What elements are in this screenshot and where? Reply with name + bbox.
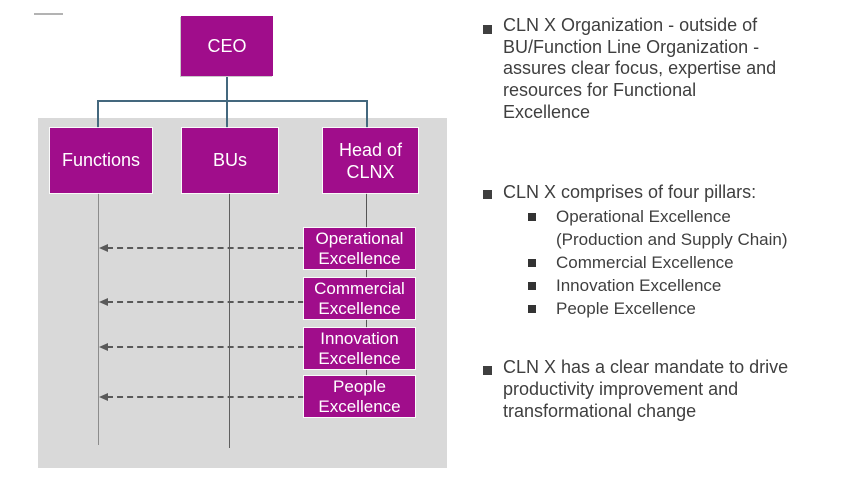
dashed-line	[107, 301, 304, 303]
clnx-drop-line-segment	[366, 269, 367, 278]
clnx-drop-line-segment	[366, 193, 367, 228]
connector-ceo-vertical	[226, 76, 228, 102]
bullet-2-line: CLN X comprises of four pillars:	[503, 182, 757, 202]
head-of-clnx-label-line: Head of	[338, 139, 403, 160]
ceo-box-label: CEO	[207, 35, 247, 56]
bullet-2-sublist: Operational Excellence (Production and S…	[528, 205, 788, 320]
functions-box: Functions	[50, 128, 152, 193]
functions-box-label: Functions	[61, 150, 141, 170]
bullet-square-icon	[483, 366, 492, 375]
left-arrowhead-icon	[99, 298, 108, 306]
sub-bullet-line: (Production and Supply Chain)	[556, 230, 788, 249]
pillar-label-line: Excellence	[318, 298, 401, 318]
bullet-1-line: Excellence	[503, 101, 591, 122]
sub-bullet-text: Innovation Excellence	[556, 274, 721, 297]
pillar-label-line: Innovation	[320, 328, 399, 348]
bullet-1-line: assures clear focus, expertise and	[503, 58, 777, 79]
sub-bullet-operational: Operational Excellence (Production and S…	[528, 205, 788, 251]
connector-stub-headclnx	[366, 102, 368, 128]
sub-bullet-line: Commercial Excellence	[556, 253, 734, 272]
pillar-people-excellence-box: People Excellence	[304, 376, 415, 417]
pillar-label-line: Commercial	[314, 278, 405, 298]
bus-box: BUs	[182, 128, 278, 193]
bullet-square-icon	[483, 190, 492, 199]
dashed-line	[107, 247, 304, 249]
bullet-square-icon	[528, 259, 536, 267]
bullet-square-icon	[483, 25, 492, 34]
bus-box-label: BUs	[212, 150, 247, 170]
bullet-1-text: CLN X Organization - outside of BU/Funct…	[503, 15, 776, 124]
connector-stub-functions	[97, 102, 99, 128]
sub-bullet-line: People Excellence	[556, 299, 696, 318]
left-arrowhead-icon	[99, 393, 108, 401]
dashed-line	[107, 396, 304, 398]
pillar-innovation-excellence-box: Innovation Excellence	[304, 328, 415, 369]
head-of-clnx-box: Head of CLNX	[323, 128, 418, 193]
bullet-1-line: BU/Function Line Organization -	[503, 36, 760, 57]
bullet-3-line: productivity improvement and	[503, 379, 739, 399]
sub-bullet-text: Operational Excellence (Production and S…	[556, 205, 788, 251]
bullet-square-icon	[528, 282, 536, 290]
pillar-label-line: People	[333, 376, 386, 396]
sub-bullet-line: Innovation Excellence	[556, 276, 722, 295]
bullet-3-text: CLN X has a clear mandate to drive produ…	[503, 356, 788, 422]
sub-bullet-people: People Excellence	[528, 297, 788, 320]
sub-bullet-line: Operational Excellence	[556, 207, 731, 226]
clnx-drop-line-segment	[366, 319, 367, 328]
bullet-square-icon	[528, 305, 536, 313]
dashed-line	[107, 346, 304, 348]
sub-bullet-commercial: Commercial Excellence	[528, 251, 788, 274]
sub-bullet-innovation: Innovation Excellence	[528, 274, 788, 297]
bullet-3-line: CLN X has a clear mandate to drive	[503, 357, 789, 377]
connector-stub-bus	[226, 102, 228, 128]
sub-bullet-text: Commercial Excellence	[556, 251, 734, 274]
top-left-dash-decoration	[34, 13, 63, 15]
pillar-label-line: Operational	[315, 228, 404, 248]
bullet-1-line: CLN X Organization - outside of	[503, 15, 758, 35]
left-arrowhead-icon	[99, 244, 108, 252]
ceo-box: CEO	[181, 16, 273, 76]
pillar-label-line: Excellence	[318, 396, 401, 416]
head-of-clnx-label-line: CLNX	[346, 161, 395, 182]
bullet-3-line: transformational change	[503, 401, 697, 421]
pillar-label-line: Excellence	[318, 348, 401, 368]
clnx-drop-line-segment	[366, 369, 367, 376]
bus-drop-line	[229, 193, 230, 448]
connector-horizontal-bar	[97, 100, 368, 102]
sub-bullet-text: People Excellence	[556, 297, 696, 320]
bullet-square-icon	[528, 213, 536, 221]
functions-drop-line	[98, 193, 99, 445]
bullet-2-text: CLN X comprises of four pillars:	[503, 181, 756, 203]
pillar-label-line: Excellence	[318, 248, 401, 268]
pillar-operational-excellence-box: Operational Excellence	[304, 228, 415, 269]
bullet-1-line: resources for Functional	[503, 80, 697, 101]
pillar-commercial-excellence-box: Commercial Excellence	[304, 278, 415, 319]
left-arrowhead-icon	[99, 343, 108, 351]
